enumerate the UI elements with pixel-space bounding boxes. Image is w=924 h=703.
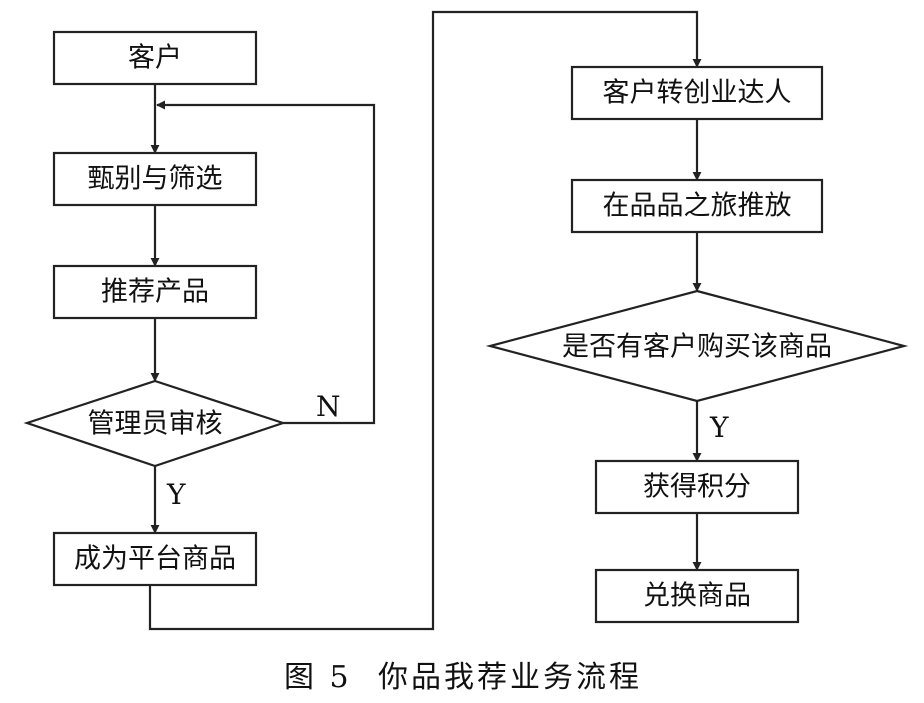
node-purchase-decision: 是否有客户购买该商品 <box>485 289 909 403</box>
caption-title: 你品我荐业务流程 <box>378 660 642 695</box>
node-purchase-label: 是否有客户购买该商品 <box>562 332 832 363</box>
node-screen-label: 甄别与筛选 <box>88 164 223 195</box>
node-customer: 客户 <box>52 30 258 86</box>
node-review-decision: 管理员审核 <box>23 379 287 468</box>
node-become-expert: 客户转创业达人 <box>570 65 824 121</box>
node-customer-label: 客户 <box>128 43 182 74</box>
node-publish-label: 在品品之旅推放 <box>603 191 792 222</box>
node-recommend-label: 推荐产品 <box>101 277 209 308</box>
node-review-label: 管理员审核 <box>88 409 223 440</box>
node-publish: 在品品之旅推放 <box>570 178 824 234</box>
label-yes-right: Y <box>709 411 729 444</box>
node-redeem-label: 兑换商品 <box>643 581 751 612</box>
node-redeem: 兑换商品 <box>594 568 800 624</box>
figure-caption: 图 5 你品我荐业务流程 <box>284 660 642 695</box>
node-earn-points-label: 获得积分 <box>643 472 751 503</box>
caption-figure-number: 图 5 <box>284 660 352 695</box>
node-become-expert-label: 客户转创业达人 <box>603 78 792 109</box>
edge-review-no-loop <box>156 100 376 425</box>
edge-product-to-expert <box>148 10 702 631</box>
node-screen: 甄别与筛选 <box>52 151 258 207</box>
node-recommend: 推荐产品 <box>52 264 258 320</box>
label-yes-left: Y <box>166 478 186 511</box>
node-become-product-label: 成为平台商品 <box>74 544 236 575</box>
node-earn-points: 获得积分 <box>594 459 800 515</box>
node-become-product: 成为平台商品 <box>52 531 258 587</box>
label-no: N <box>316 390 341 423</box>
